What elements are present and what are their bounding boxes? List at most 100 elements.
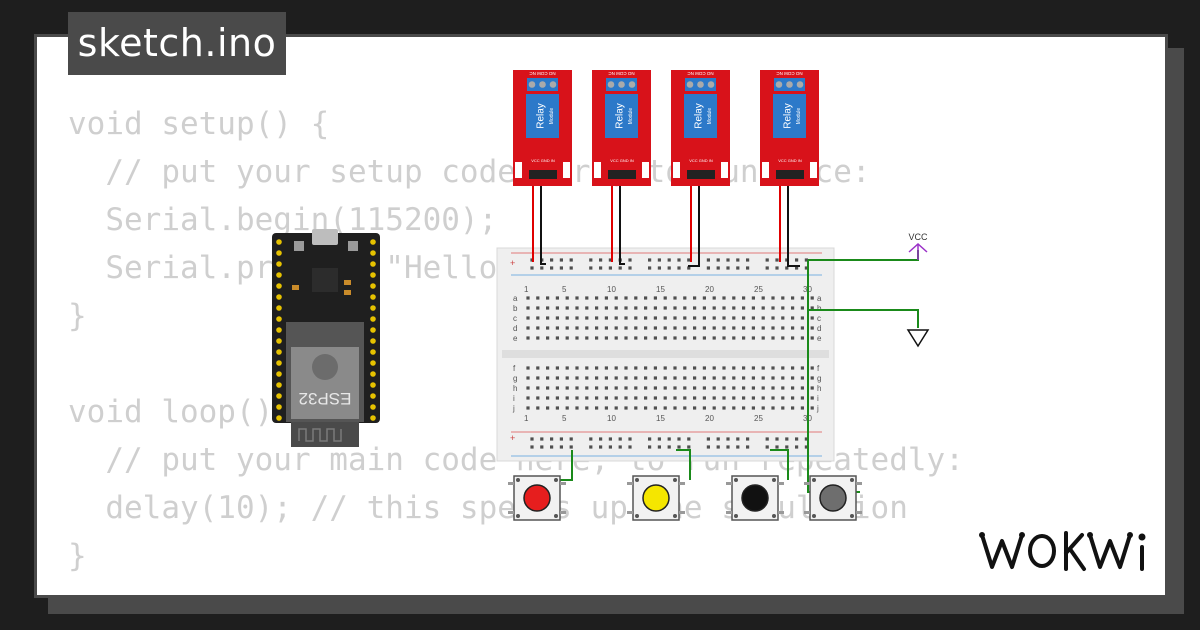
breadboard-hole[interactable]	[604, 396, 608, 400]
breadboard-hole[interactable]	[683, 376, 687, 380]
breadboard-hole[interactable]	[614, 386, 618, 390]
breadboard-hole[interactable]	[751, 316, 755, 320]
breadboard-hole[interactable]	[644, 366, 648, 370]
breadboard-hole[interactable]	[693, 386, 697, 390]
breadboard-hole[interactable]	[644, 396, 648, 400]
breadboard-hole[interactable]	[595, 396, 599, 400]
breadboard-hole[interactable]	[536, 336, 540, 340]
breadboard-hole[interactable]	[575, 386, 579, 390]
breadboard-hole[interactable]	[634, 386, 638, 390]
breadboard-hole[interactable]	[634, 306, 638, 310]
breadboard-hole[interactable]	[614, 396, 618, 400]
breadboard-hole[interactable]	[575, 376, 579, 380]
wire-green[interactable]	[676, 449, 691, 480]
breadboard-hole[interactable]	[604, 386, 608, 390]
breadboard-hole[interactable]	[595, 366, 599, 370]
breadboard-hole[interactable]	[540, 445, 544, 449]
breadboard-hole[interactable]	[785, 266, 789, 270]
breadboard-hole[interactable]	[746, 437, 750, 441]
breadboard-hole[interactable]	[585, 406, 589, 410]
breadboard-hole[interactable]	[732, 306, 736, 310]
breadboard-hole[interactable]	[575, 366, 579, 370]
wire-black[interactable]	[540, 186, 546, 265]
breadboard-hole[interactable]	[742, 386, 746, 390]
breadboard-hole[interactable]	[585, 386, 589, 390]
breadboard-hole[interactable]	[657, 266, 661, 270]
breadboard-hole[interactable]	[706, 258, 710, 262]
breadboard-hole[interactable]	[781, 366, 785, 370]
breadboard-hole[interactable]	[810, 366, 814, 370]
breadboard-hole[interactable]	[742, 326, 746, 330]
breadboard-hole[interactable]	[595, 316, 599, 320]
breadboard-hole[interactable]	[555, 296, 559, 300]
breadboard-hole[interactable]	[791, 306, 795, 310]
breadboard-hole[interactable]	[595, 326, 599, 330]
breadboard-hole[interactable]	[589, 445, 593, 449]
breadboard-hole[interactable]	[585, 376, 589, 380]
breadboard-hole[interactable]	[683, 296, 687, 300]
breadboard-hole[interactable]	[644, 306, 648, 310]
breadboard-hole[interactable]	[653, 326, 657, 330]
breadboard-hole[interactable]	[595, 376, 599, 380]
breadboard-hole[interactable]	[546, 326, 550, 330]
esp32-board[interactable]: ESP32	[272, 229, 380, 447]
breadboard-hole[interactable]	[536, 406, 540, 410]
breadboard-hole[interactable]	[663, 366, 667, 370]
breadboard-hole[interactable]	[677, 266, 681, 270]
breadboard-hole[interactable]	[546, 306, 550, 310]
breadboard[interactable]: + + 1 5 10 15 20 25 30 1 5 10 15 20 25 3…	[496, 247, 835, 462]
breadboard-hole[interactable]	[712, 386, 716, 390]
breadboard-hole[interactable]	[795, 266, 799, 270]
breadboard-hole[interactable]	[546, 336, 550, 340]
breadboard-hole[interactable]	[765, 437, 769, 441]
breadboard-hole[interactable]	[732, 406, 736, 410]
breadboard-hole[interactable]	[722, 406, 726, 410]
breadboard-hole[interactable]	[634, 336, 638, 340]
breadboard-hole[interactable]	[781, 296, 785, 300]
breadboard-hole[interactable]	[604, 406, 608, 410]
breadboard-hole[interactable]	[526, 316, 530, 320]
breadboard-hole[interactable]	[536, 386, 540, 390]
breadboard-hole[interactable]	[536, 296, 540, 300]
breadboard-hole[interactable]	[595, 336, 599, 340]
breadboard-hole[interactable]	[781, 396, 785, 400]
breadboard-hole[interactable]	[569, 437, 573, 441]
breadboard-hole[interactable]	[569, 258, 573, 262]
breadboard-hole[interactable]	[810, 316, 814, 320]
breadboard-hole[interactable]	[546, 376, 550, 380]
breadboard-hole[interactable]	[716, 437, 720, 441]
breadboard-hole[interactable]	[702, 336, 706, 340]
breadboard-hole[interactable]	[683, 406, 687, 410]
breadboard-hole[interactable]	[667, 266, 671, 270]
breadboard-hole[interactable]	[800, 406, 804, 410]
breadboard-hole[interactable]	[663, 316, 667, 320]
breadboard-hole[interactable]	[693, 316, 697, 320]
breadboard-hole[interactable]	[550, 266, 554, 270]
breadboard-hole[interactable]	[599, 437, 603, 441]
wire-black[interactable]	[688, 186, 700, 267]
breadboard-hole[interactable]	[722, 386, 726, 390]
breadboard-hole[interactable]	[595, 406, 599, 410]
breadboard-hole[interactable]	[585, 366, 589, 370]
breadboard-hole[interactable]	[559, 258, 563, 262]
breadboard-hole[interactable]	[653, 396, 657, 400]
breadboard-hole[interactable]	[746, 445, 750, 449]
breadboard-hole[interactable]	[804, 437, 808, 441]
breadboard-hole[interactable]	[599, 266, 603, 270]
breadboard-hole[interactable]	[536, 316, 540, 320]
breadboard-hole[interactable]	[771, 306, 775, 310]
breadboard-hole[interactable]	[722, 326, 726, 330]
breadboard-hole[interactable]	[653, 366, 657, 370]
breadboard-hole[interactable]	[565, 296, 569, 300]
breadboard-hole[interactable]	[653, 386, 657, 390]
breadboard-hole[interactable]	[736, 445, 740, 449]
breadboard-hole[interactable]	[771, 376, 775, 380]
breadboard-hole[interactable]	[526, 386, 530, 390]
breadboard-hole[interactable]	[791, 336, 795, 340]
breadboard-hole[interactable]	[702, 406, 706, 410]
breadboard-hole[interactable]	[634, 366, 638, 370]
breadboard-hole[interactable]	[634, 316, 638, 320]
pushbutton[interactable]	[726, 475, 784, 521]
breadboard-hole[interactable]	[702, 316, 706, 320]
breadboard-hole[interactable]	[614, 376, 618, 380]
